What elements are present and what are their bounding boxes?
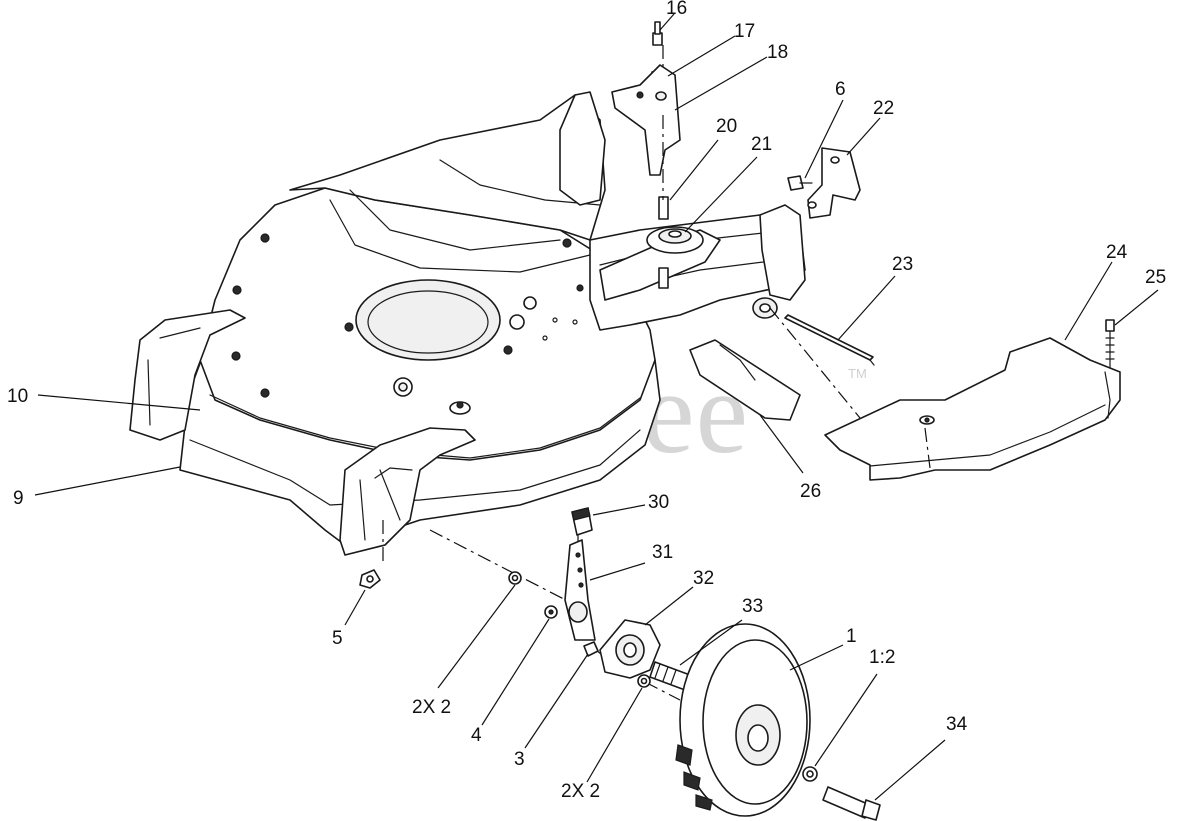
upper-bracket-assembly: [611, 21, 681, 220]
callout-1-2: 1:2: [869, 647, 895, 668]
drive-pulley: [599, 226, 721, 301]
rear-cover-plate: [824, 319, 1121, 481]
centerline-axle: [769, 307, 861, 419]
spacer-20: [658, 196, 669, 220]
callout-30: 30: [648, 492, 669, 513]
nut-3: [583, 641, 599, 657]
bracket-22: [807, 147, 861, 219]
callout-26: 26: [800, 481, 821, 502]
callout-25: 25: [1145, 267, 1166, 288]
right-handle-bracket: [759, 204, 806, 301]
bracket-18: [611, 64, 681, 176]
callout-24: 24: [1106, 242, 1128, 263]
callout-2x2-left: 2X 2: [412, 697, 451, 718]
left-front-bumper: [129, 309, 246, 441]
callout-labels: 16 17 18 20 21 6 22 23 24 25 26 10 9 5 2…: [7, 0, 1166, 802]
callout-32: 32: [693, 568, 714, 589]
right-front-bumper: [339, 427, 476, 556]
callout-20: 20: [716, 116, 737, 137]
mower-deck: [129, 94, 661, 556]
callout-17: 17: [734, 21, 755, 42]
callout-3: 3: [514, 749, 525, 770]
rear-frame: [559, 91, 806, 421]
callout-16: 16: [666, 0, 687, 19]
callout-9: 9: [13, 488, 24, 509]
callout-33: 33: [742, 596, 763, 617]
callout-1: 1: [846, 626, 857, 647]
callout-6: 6: [835, 79, 846, 100]
cover-plate-24: [824, 337, 1121, 481]
callout-31: 31: [652, 542, 673, 563]
callout-23: 23: [892, 254, 913, 275]
callout-34: 34: [946, 714, 968, 735]
callout-21: 21: [751, 134, 772, 155]
rear-axle-tube: [689, 339, 801, 421]
bolt-34: [822, 786, 871, 819]
watermark-trademark: TM: [848, 366, 867, 381]
callout-10: 10: [7, 386, 28, 407]
deck-blade-opening: [355, 279, 501, 361]
callout-2x2-right: 2X 2: [561, 781, 600, 802]
screw-6: [787, 175, 804, 191]
centerline-wheel-axle: [429, 529, 586, 611]
callout-4: 4: [471, 725, 482, 746]
bolt-25: [1105, 319, 1115, 332]
front-wheel-assembly: [359, 507, 881, 821]
left-handle-bracket: [559, 91, 606, 206]
callout-5: 5: [332, 628, 343, 649]
callout-18: 18: [767, 42, 788, 63]
deck-rear-channel: [289, 94, 606, 241]
rod-23: [784, 314, 874, 361]
leader-lines: [34, 13, 1159, 801]
callout-22: 22: [873, 98, 894, 119]
side-bracket-assembly: [787, 147, 861, 219]
